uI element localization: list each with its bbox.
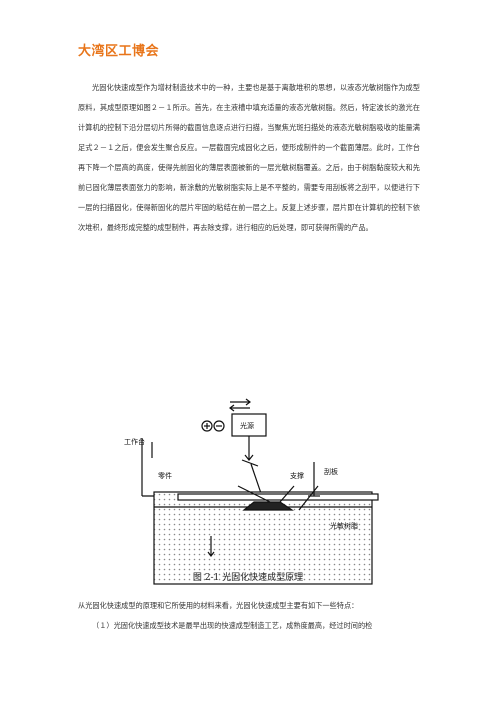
laser-label: 光源	[240, 421, 254, 430]
resin-label: 光敏树脂	[330, 521, 358, 530]
motor-icon	[201, 420, 213, 432]
features-lead: 从光固化快速成型的原理和它所使用的材料来看，光固化快速成型主要有如下一些特点：	[78, 601, 359, 610]
blade-label: 刮板	[324, 467, 338, 476]
sla-principle-diagram: 光源 工作台 零件 支撑 刮板 光敏树脂	[124, 398, 379, 585]
intro-paragraph: 光固化快速成型作为增材制造技术中的一种，主要也是基于离散堆积的思想，以液态光敏树…	[78, 83, 420, 232]
platform-label: 工作台	[124, 437, 145, 446]
support-label: 支撑	[290, 471, 304, 480]
direction-arrows-icon	[229, 398, 251, 412]
motor-icon	[213, 420, 225, 432]
figure-caption: 图 2-1 光固化快速成型原理	[192, 573, 304, 583]
brand-title: 大湾区工博会	[78, 44, 160, 59]
feature-point-1: （１）光固化快速成型技术是最早出现的快速成型制造工艺，成熟度最高，经过时间的检	[92, 621, 373, 630]
part-label: 零件	[158, 471, 172, 480]
part-shape	[242, 501, 294, 511]
